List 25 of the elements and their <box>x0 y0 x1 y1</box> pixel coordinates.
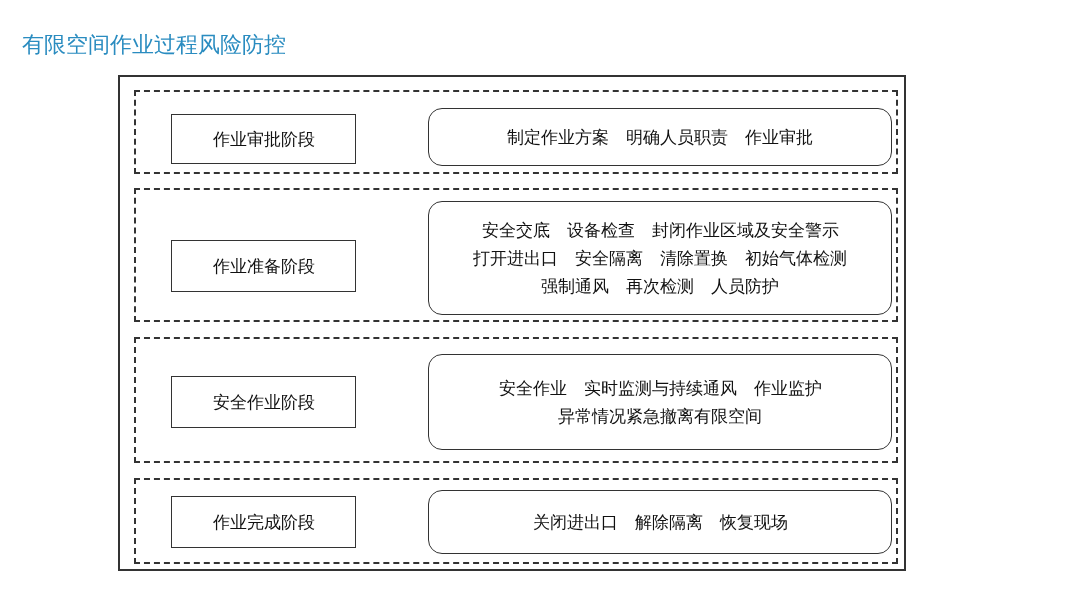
dashed-band <box>134 478 898 564</box>
task-text: 打开进出口 安全隔离 清除置换 初始气体检测 <box>473 246 847 270</box>
task-text: 安全作业 实时监测与持续通风 作业监护 <box>498 376 822 399</box>
stage-box <box>171 496 356 548</box>
dashed-band <box>134 188 898 322</box>
dashed-band <box>134 337 898 463</box>
stage-label: 作业准备阶段 <box>212 254 315 278</box>
stage-box <box>171 240 356 292</box>
task-box <box>428 201 892 315</box>
task-text: 强制通风 再次检测 人员防护 <box>541 275 779 298</box>
task-box <box>428 354 892 450</box>
dashed-band <box>134 90 898 174</box>
task-box <box>428 490 892 554</box>
stage-label: 安全作业阶段 <box>212 390 315 414</box>
stage-box <box>171 114 356 164</box>
stage-label: 作业审批阶段 <box>212 127 315 151</box>
task-box <box>428 108 892 166</box>
stage-box <box>171 376 356 428</box>
task-text: 异常情况紧急撤离有限空间 <box>558 405 762 428</box>
outer-frame <box>118 75 906 571</box>
task-text: 关闭进出口 解除隔离 恢复现场 <box>532 510 788 534</box>
task-text: 制定作业方案 明确人员职责 作业审批 <box>507 125 813 149</box>
stage-label: 作业完成阶段 <box>212 510 315 534</box>
slide-title: 有限空间作业过程风险防控 <box>22 31 286 59</box>
task-text: 安全交底 设备检查 封闭作业区域及安全警示 <box>481 218 839 241</box>
